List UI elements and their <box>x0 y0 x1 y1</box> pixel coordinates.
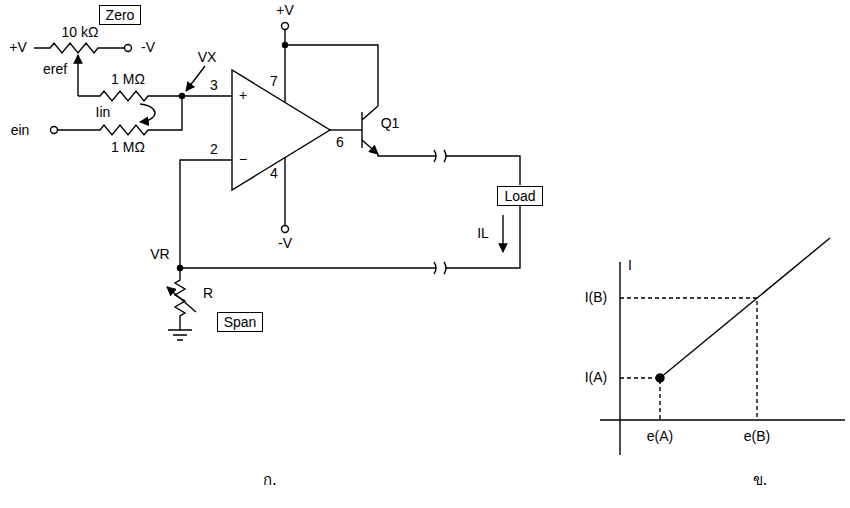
dashed-guide <box>620 298 757 420</box>
break-mark <box>434 262 446 274</box>
box-text: Load <box>504 188 535 204</box>
resistor-value: 1 MΩ <box>111 140 145 155</box>
break-mark <box>434 150 446 162</box>
supply-label: +V <box>276 3 294 18</box>
pin-sign: − <box>239 152 247 167</box>
supply-label: -V <box>278 236 292 251</box>
leader-arrow <box>186 66 205 91</box>
supply-label: -V <box>141 40 155 55</box>
signal-name: IL <box>477 226 489 241</box>
terminal <box>282 23 289 30</box>
box-text: Zero <box>106 7 135 23</box>
current-arrow <box>140 104 155 122</box>
start-dot <box>656 374 664 382</box>
supply-label: +V <box>9 40 27 55</box>
axis-label: I <box>628 258 632 273</box>
pin-number: 6 <box>336 135 344 150</box>
variable-arrow <box>167 287 196 312</box>
box-text: Span <box>224 314 257 330</box>
resistor-symbol <box>78 91 232 101</box>
pin-sign: + <box>239 88 247 103</box>
wiper-arrow <box>77 55 78 96</box>
load-box: Load <box>497 186 542 206</box>
opamp-symbol <box>232 70 330 190</box>
wire <box>284 158 285 225</box>
axis-value: e(A) <box>647 429 673 444</box>
resistor-value: 1 MΩ <box>111 72 145 87</box>
terminal <box>282 226 289 233</box>
terminal <box>51 127 58 134</box>
figure-label: ก. <box>263 472 277 489</box>
transistor-emitter <box>362 140 378 154</box>
junction-dot <box>283 43 288 48</box>
adjust-box: Span <box>217 312 264 332</box>
axis-value: I(A) <box>585 370 608 385</box>
pin-number: 3 <box>210 78 218 93</box>
potentiometer-symbol <box>34 43 124 53</box>
wire <box>284 30 285 102</box>
junction-dot <box>180 94 185 99</box>
resistor-value: 10 kΩ <box>62 25 99 40</box>
pin-number: 7 <box>270 74 278 89</box>
axis-value: I(B) <box>585 290 608 305</box>
signal-name: VR <box>150 247 169 262</box>
current-arrow <box>502 215 503 252</box>
axis <box>600 262 845 455</box>
terminal <box>125 45 132 52</box>
signal-name: Iin <box>96 105 111 120</box>
part-name: R <box>203 286 213 301</box>
axis-value: e(B) <box>744 429 770 444</box>
pin-number: 2 <box>210 142 218 157</box>
wire <box>180 206 520 268</box>
signal-name: eref <box>43 62 67 77</box>
signal-name: ein <box>11 123 30 138</box>
signal-name: VX <box>198 50 217 65</box>
wire <box>285 45 378 106</box>
adjust-box: Zero <box>99 5 142 25</box>
wire <box>180 160 232 268</box>
wire <box>330 129 362 130</box>
part-name: Q1 <box>381 116 400 131</box>
figure-label: ข. <box>753 472 768 489</box>
ground-symbol <box>168 330 192 340</box>
resistor-symbol <box>58 96 182 135</box>
wire <box>378 154 520 185</box>
pin-number: 4 <box>270 166 278 181</box>
transfer-line <box>660 238 830 378</box>
